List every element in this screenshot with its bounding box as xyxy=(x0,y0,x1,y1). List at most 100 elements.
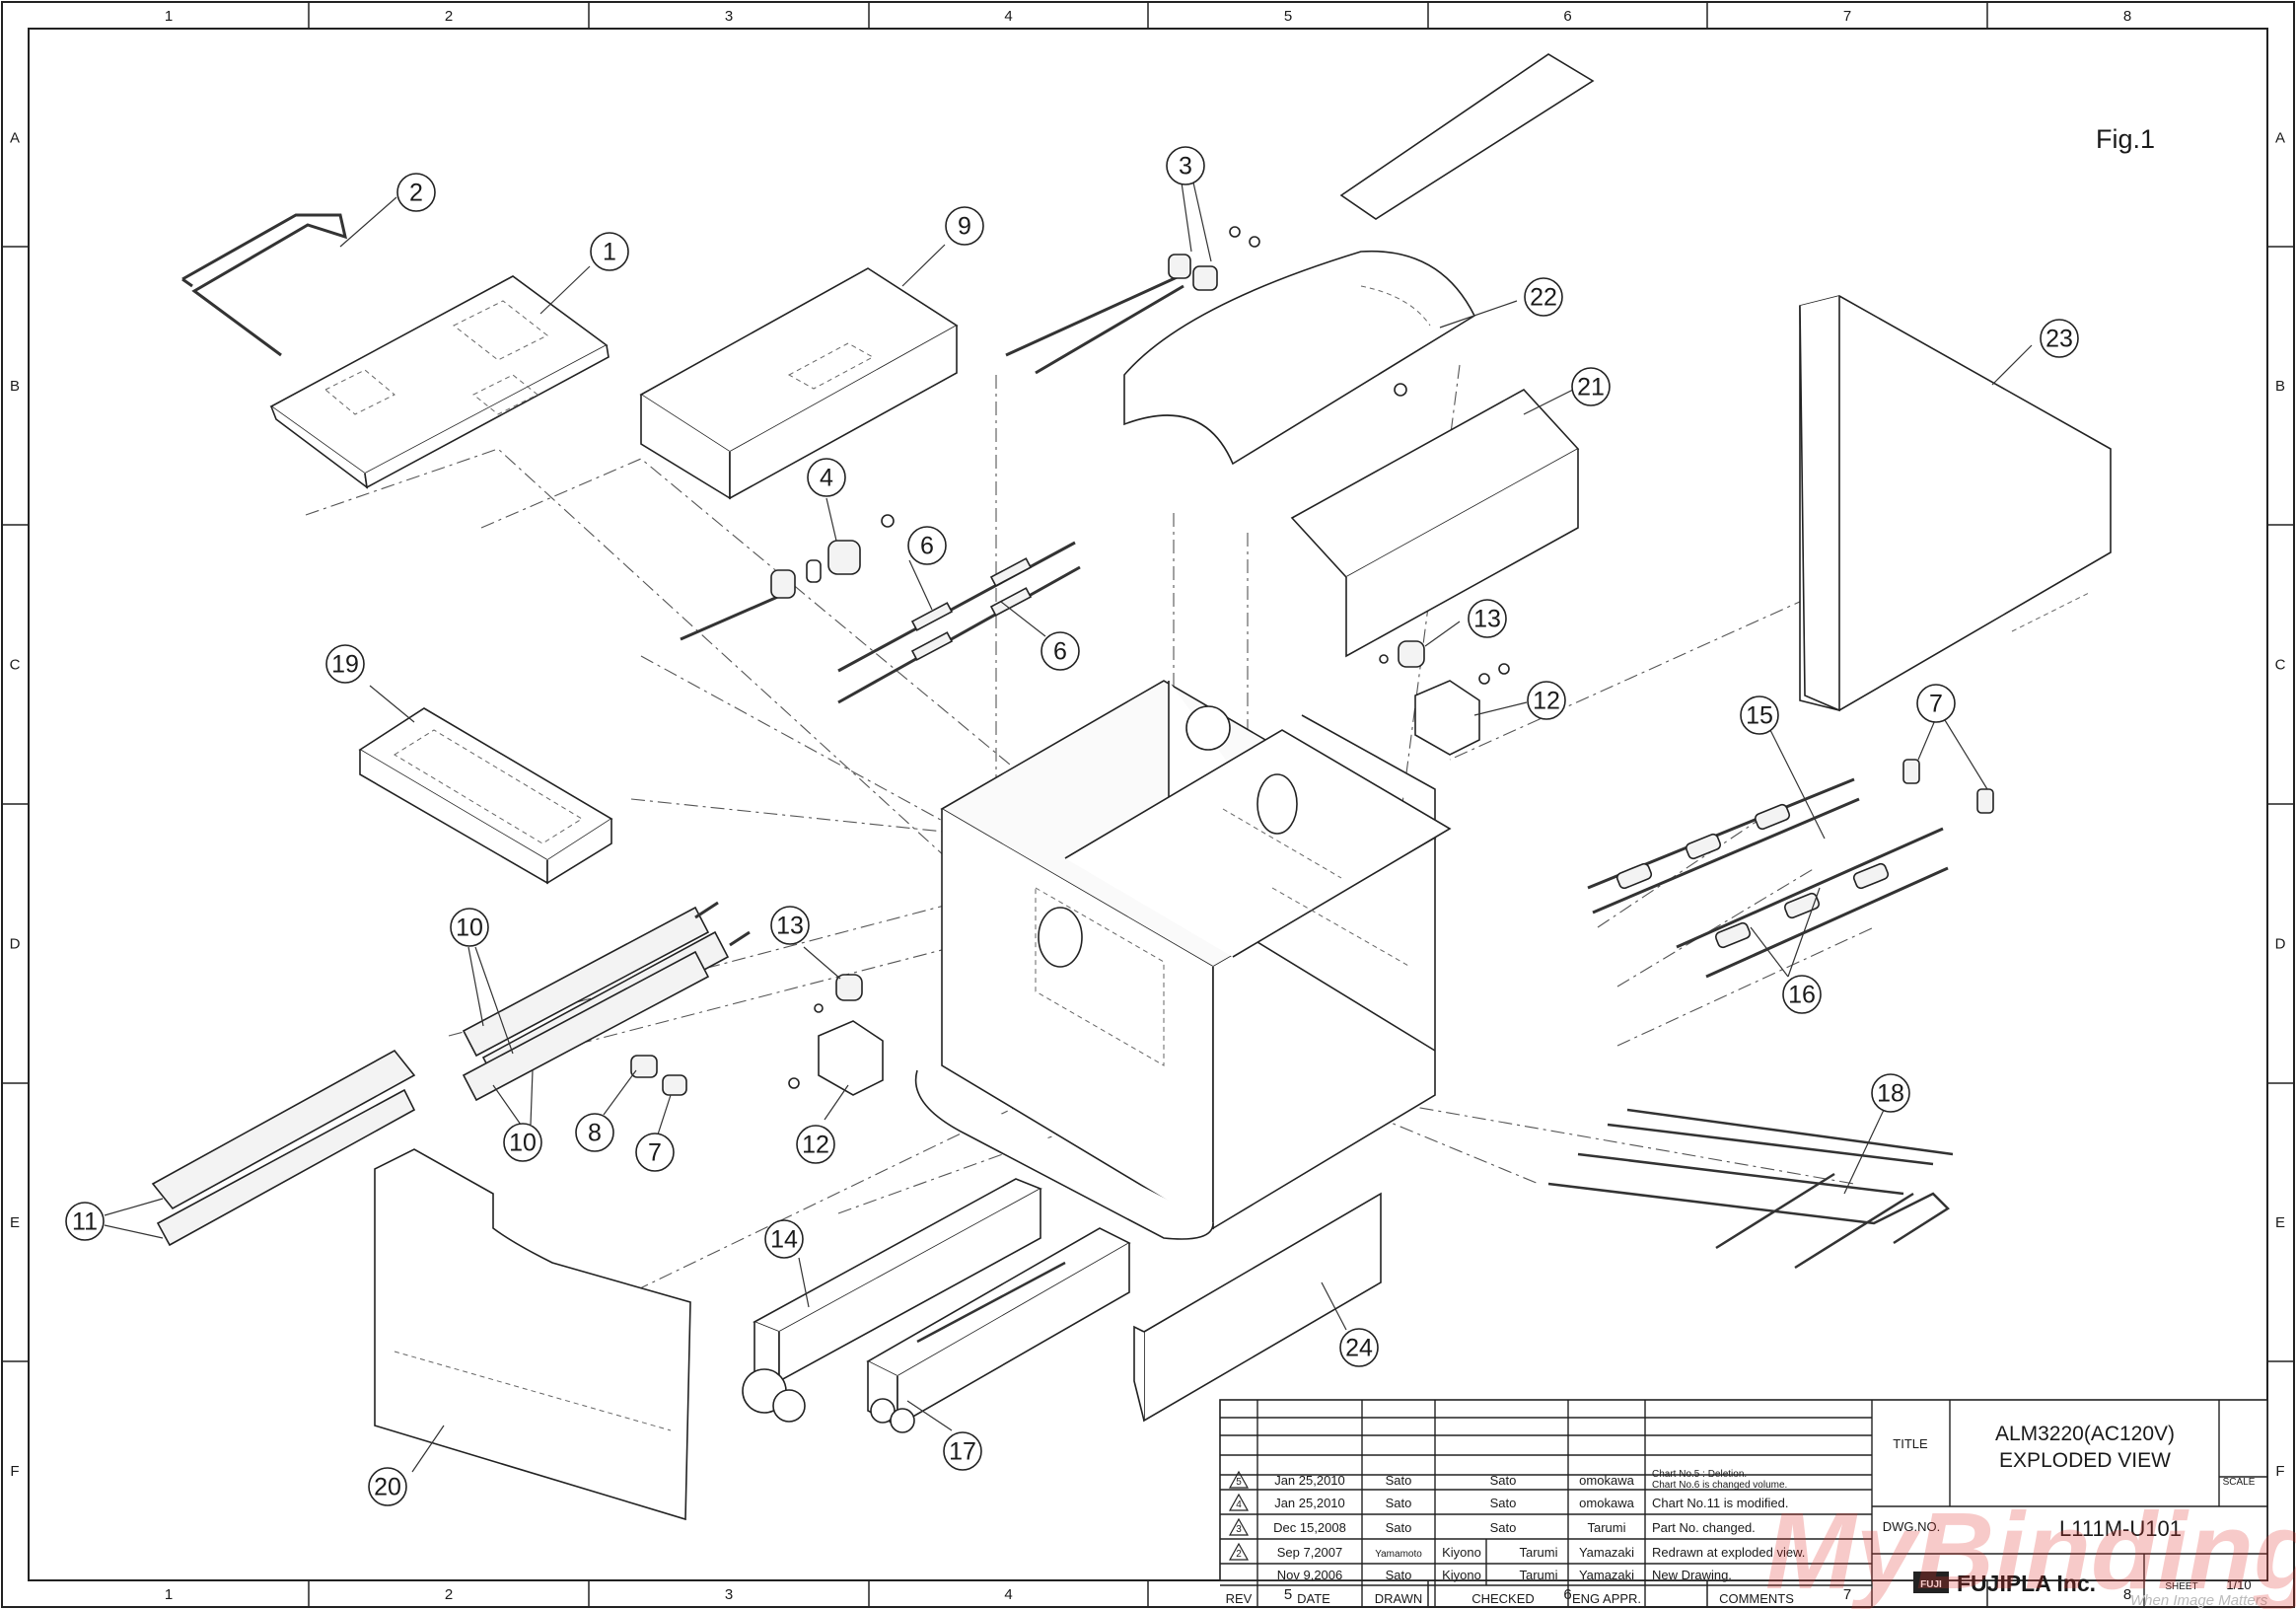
callout-10: 10 xyxy=(503,1123,542,1162)
svg-text:Tarumi: Tarumi xyxy=(1519,1545,1557,1560)
part-24-panel xyxy=(1133,1192,1382,1423)
svg-text:New Drawing.: New Drawing. xyxy=(1652,1568,1732,1582)
svg-text:1: 1 xyxy=(603,239,616,266)
company-name: FUJIPLA Inc. xyxy=(1957,1571,2096,1596)
zone-row-label: D xyxy=(2275,936,2286,953)
zone-column-label: 2 xyxy=(445,8,453,25)
callout-19: 19 xyxy=(325,644,365,684)
zone-column-label: 2 xyxy=(445,1586,453,1603)
header-eng-appr: ENG APPR. xyxy=(1572,1591,1641,1606)
svg-text:15: 15 xyxy=(1746,702,1773,730)
svg-text:19: 19 xyxy=(331,651,359,679)
svg-text:6: 6 xyxy=(1053,638,1067,666)
svg-text:16: 16 xyxy=(1788,982,1816,1009)
svg-text:9: 9 xyxy=(958,213,971,241)
callout-23: 23 xyxy=(2040,319,2079,358)
zone-column-label: 3 xyxy=(725,8,733,25)
part-17-heater-assembly xyxy=(866,1227,1131,1433)
callout-24: 24 xyxy=(1339,1328,1379,1367)
svg-text:23: 23 xyxy=(2045,326,2073,353)
svg-text:Kiyono: Kiyono xyxy=(1442,1545,1481,1560)
part-22-top-cover xyxy=(1123,250,1476,466)
header-drawn: DRAWN xyxy=(1375,1591,1423,1606)
svg-text:Sato: Sato xyxy=(1490,1473,1517,1488)
svg-text:7: 7 xyxy=(648,1139,662,1167)
svg-text:FUJI: FUJI xyxy=(1920,1579,1942,1590)
svg-text:Sato: Sato xyxy=(1386,1496,1412,1510)
zone-row-label: D xyxy=(10,936,21,953)
part-11-rail xyxy=(151,1049,416,1247)
callout-leaders xyxy=(104,182,2033,1473)
zone-column-label: 1 xyxy=(165,8,173,25)
part-3-roller-shafts xyxy=(1005,226,1260,375)
callout-12: 12 xyxy=(1527,681,1566,720)
svg-text:13: 13 xyxy=(1473,606,1501,633)
svg-text:Part No. changed.: Part No. changed. xyxy=(1652,1520,1756,1535)
zone-column-label: 7 xyxy=(1843,1586,1851,1603)
zone-column-label: 7 xyxy=(1843,8,1851,25)
zone-column-label: 3 xyxy=(725,1586,733,1603)
svg-text:10: 10 xyxy=(509,1130,537,1157)
svg-text:Tarumi: Tarumi xyxy=(1587,1520,1625,1535)
callout-4: 4 xyxy=(807,458,846,497)
svg-text:Sato: Sato xyxy=(1490,1520,1517,1535)
svg-text:4: 4 xyxy=(1236,1499,1242,1510)
callout-balloons: 1234667789101011121213131415161718192021… xyxy=(65,146,2079,1506)
svg-text:12: 12 xyxy=(802,1132,829,1159)
svg-text:Yamazaki: Yamazaki xyxy=(1579,1568,1634,1582)
svg-text:13: 13 xyxy=(776,913,804,940)
part-12-lower-bracket xyxy=(788,1020,884,1096)
svg-text:Sato: Sato xyxy=(1490,1496,1517,1510)
part-9-cover xyxy=(639,267,959,500)
svg-text:3: 3 xyxy=(1236,1524,1242,1535)
svg-text:Kiyono: Kiyono xyxy=(1442,1568,1481,1582)
svg-text:Yamamoto: Yamamoto xyxy=(1375,1549,1422,1560)
callout-14: 14 xyxy=(764,1219,804,1259)
svg-text:2: 2 xyxy=(409,180,423,207)
part-12-upper-bracket xyxy=(1414,663,1510,756)
svg-text:Dec 15,2008: Dec 15,2008 xyxy=(1273,1520,1346,1535)
zone-column-label: 4 xyxy=(1004,8,1012,25)
company-tagline: When Image Matters xyxy=(2130,1592,2268,1609)
part-top-cap xyxy=(1339,53,1595,220)
callout-9: 9 xyxy=(945,206,984,246)
zone-row-label: C xyxy=(2275,657,2286,674)
part-2-wire-guide xyxy=(181,213,348,357)
svg-text:Tarumi: Tarumi xyxy=(1519,1568,1557,1582)
zone-column-label: 8 xyxy=(2123,1586,2131,1603)
callout-1: 1 xyxy=(590,232,629,271)
svg-text:omokawa: omokawa xyxy=(1579,1473,1634,1488)
part-23-side-frame xyxy=(1799,295,2112,712)
part-18-wire-rack xyxy=(1547,1108,1954,1270)
svg-text:20: 20 xyxy=(374,1474,401,1501)
zone-row-label: B xyxy=(2275,378,2285,395)
sheet-label: SHEET xyxy=(2165,1581,2197,1592)
part-19-paper-tray xyxy=(358,707,613,885)
zone-column-label: 5 xyxy=(1284,8,1292,25)
svg-text:14: 14 xyxy=(770,1226,798,1254)
part-15-16-roller-shafts xyxy=(1587,759,1994,979)
part-13-upper-spacer xyxy=(1379,640,1425,668)
callout-3: 3 xyxy=(1166,146,1205,185)
callout-15: 15 xyxy=(1740,695,1779,735)
zone-row-label: E xyxy=(10,1214,20,1231)
svg-text:3: 3 xyxy=(1179,153,1192,181)
svg-text:Yamazaki: Yamazaki xyxy=(1579,1545,1634,1560)
company-logo: FUJI xyxy=(1913,1572,1949,1593)
callout-17: 17 xyxy=(943,1431,982,1471)
svg-text:17: 17 xyxy=(949,1438,976,1466)
callout-16: 16 xyxy=(1782,975,1822,1014)
callout-22: 22 xyxy=(1524,277,1563,317)
svg-text:2: 2 xyxy=(1236,1549,1242,1560)
zone-column-label: 5 xyxy=(1284,1586,1292,1603)
svg-text:Sato: Sato xyxy=(1386,1473,1412,1488)
part-8-7-knobs xyxy=(630,1055,687,1096)
svg-text:omokawa: omokawa xyxy=(1579,1496,1634,1510)
svg-text:Chart No.5 : Deletion.: Chart No.5 : Deletion. xyxy=(1652,1469,1747,1480)
svg-text:18: 18 xyxy=(1877,1080,1904,1108)
scale-label: SCALE xyxy=(2223,1477,2256,1488)
